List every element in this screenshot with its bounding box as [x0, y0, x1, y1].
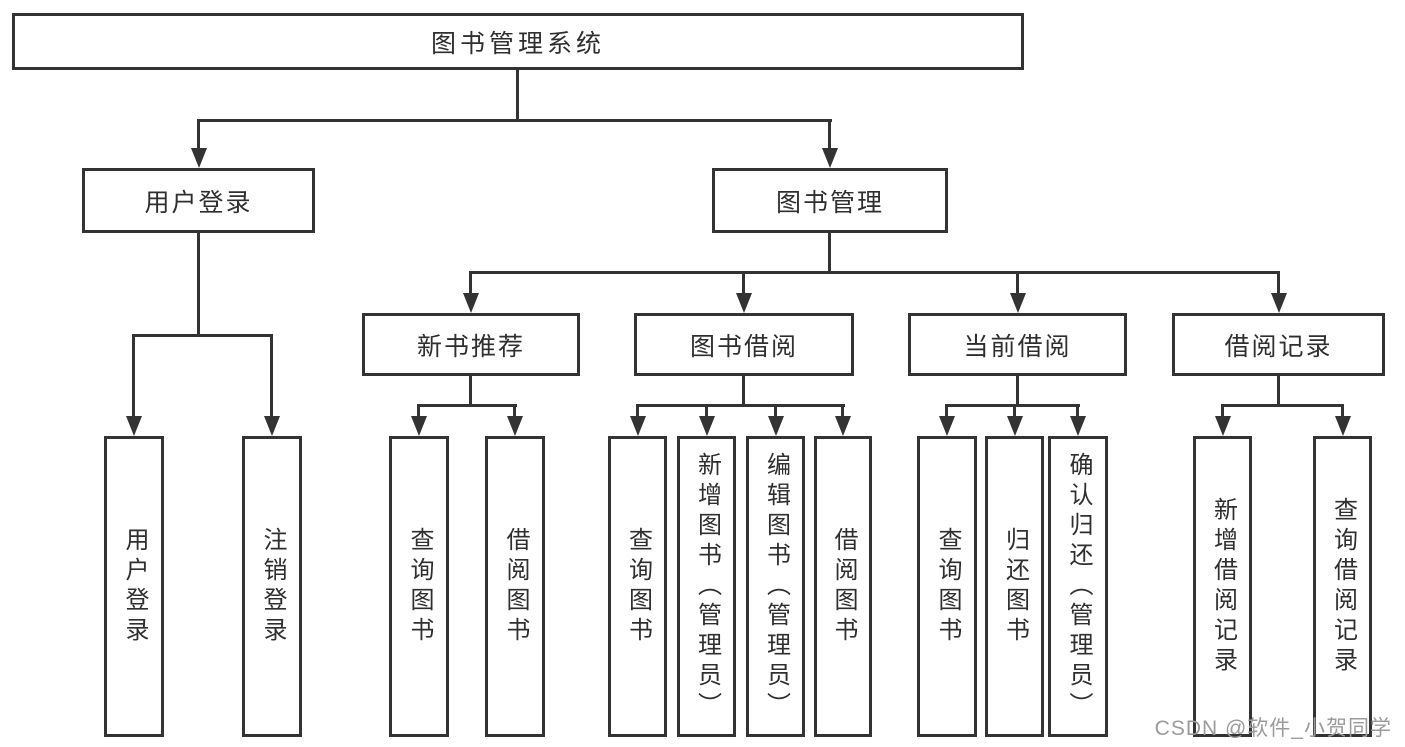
leaf-logout-label: 注销登录 — [259, 526, 286, 647]
leaf-cb-confirm-return-admin: 确认归还（管理员） — [1048, 436, 1108, 737]
arrow-to-user-login — [190, 119, 207, 168]
connector-borrow-records-bar — [1221, 404, 1344, 407]
node-current-borrow: 当前借阅 — [908, 313, 1127, 376]
node-borrow-records-label: 借阅记录 — [1224, 332, 1333, 361]
node-book-management: 图书管理 — [712, 168, 948, 233]
leaf-bb-add-books-admin: 新增图书（管理员） — [677, 436, 736, 737]
leaf-br-add-record: 新增借阅记录 — [1193, 436, 1252, 737]
arrow-to-current-borrow — [1009, 271, 1026, 313]
node-book-management-label: 图书管理 — [775, 188, 884, 217]
arrow-to-leaf-user-login — [125, 334, 142, 436]
arrow-to-bb-edit-books — [767, 404, 784, 436]
leaf-nbr-query-books-label: 查询图书 — [406, 526, 433, 647]
arrow-to-bb-borrow-books — [834, 404, 851, 436]
connector-book-management-bar — [469, 271, 1280, 274]
connector-borrow-records-stem — [1277, 376, 1280, 406]
leaf-nbr-borrow-books: 借阅图书 — [485, 436, 545, 737]
arrow-to-cb-return-books — [1006, 404, 1023, 436]
connector-current-borrow-bar — [945, 404, 1080, 407]
leaf-cb-query-books: 查询图书 — [917, 436, 977, 737]
node-root-label: 图书管理系统 — [430, 29, 605, 58]
leaf-nbr-query-books: 查询图书 — [389, 436, 449, 737]
arrow-to-leaf-logout — [263, 334, 280, 436]
leaf-br-query-record-label: 查询借阅记录 — [1329, 496, 1357, 677]
watermark: CSDN @软件_小贺同学 — [1154, 717, 1392, 740]
leaf-bb-query-books-label: 查询图书 — [624, 526, 652, 647]
connector-new-book-recommend-bar — [417, 404, 517, 407]
leaf-nbr-borrow-books-label: 借阅图书 — [502, 526, 529, 647]
leaf-user-login-label: 用户登录 — [121, 526, 148, 647]
leaf-bb-borrow-books-label: 借阅图书 — [830, 526, 857, 647]
leaf-bb-borrow-books: 借阅图书 — [814, 436, 872, 737]
leaf-logout: 注销登录 — [242, 436, 302, 737]
node-root: 图书管理系统 — [12, 13, 1024, 70]
arrow-to-book-management — [821, 119, 838, 168]
leaf-cb-return-books-label: 归还图书 — [1001, 526, 1029, 647]
leaf-cb-confirm-return-admin-label: 确认归还（管理员） — [1065, 451, 1092, 722]
connector-current-borrow-stem — [1016, 376, 1019, 406]
connector-root-bar — [197, 119, 832, 122]
arrow-to-nbr-borrow-books — [506, 404, 523, 436]
arrow-to-borrow-records — [1270, 271, 1287, 313]
connector-book-borrow-stem — [742, 376, 745, 406]
leaf-cb-query-books-label: 查询图书 — [934, 526, 961, 647]
node-book-borrow: 图书借阅 — [634, 313, 854, 376]
leaf-br-add-record-label: 新增借阅记录 — [1209, 496, 1237, 677]
connector-book-management-stem — [828, 233, 831, 274]
connector-user-login-bar — [132, 334, 273, 337]
leaf-bb-edit-books-admin: 编辑图书（管理员） — [746, 436, 805, 737]
connector-user-login-stem — [197, 233, 200, 336]
node-new-book-recommend-label: 新书推荐 — [416, 332, 525, 361]
arrow-to-br-add-record — [1214, 404, 1231, 436]
node-current-borrow-label: 当前借阅 — [963, 332, 1072, 361]
leaf-bb-edit-books-admin-label: 编辑图书（管理员） — [762, 451, 790, 722]
arrow-to-br-query-record — [1334, 404, 1351, 436]
arrow-to-cb-confirm-return — [1069, 404, 1086, 436]
leaf-cb-return-books: 归还图书 — [985, 436, 1044, 737]
arrow-to-book-borrow — [735, 271, 752, 313]
arrow-to-nbr-query-books — [410, 404, 427, 436]
arrow-to-new-book-recommend — [462, 271, 479, 313]
leaf-user-login: 用户登录 — [104, 436, 164, 737]
leaf-bb-add-books-admin-label: 新增图书（管理员） — [693, 451, 721, 722]
node-book-borrow-label: 图书借阅 — [689, 332, 798, 361]
leaf-bb-query-books: 查询图书 — [608, 436, 667, 737]
arrow-to-bb-add-books — [698, 404, 715, 436]
node-user-login: 用户登录 — [82, 168, 315, 233]
node-user-login-label: 用户登录 — [144, 188, 253, 217]
arrow-to-cb-query-books — [938, 404, 955, 436]
connector-new-book-recommend-stem — [469, 376, 472, 406]
arrow-to-bb-query-books — [629, 404, 646, 436]
node-borrow-records: 借阅记录 — [1172, 313, 1385, 376]
leaf-br-query-record: 查询借阅记录 — [1313, 436, 1372, 737]
node-new-book-recommend: 新书推荐 — [362, 313, 580, 376]
connector-root-stem — [516, 70, 519, 122]
connector-book-borrow-bar — [636, 404, 845, 407]
